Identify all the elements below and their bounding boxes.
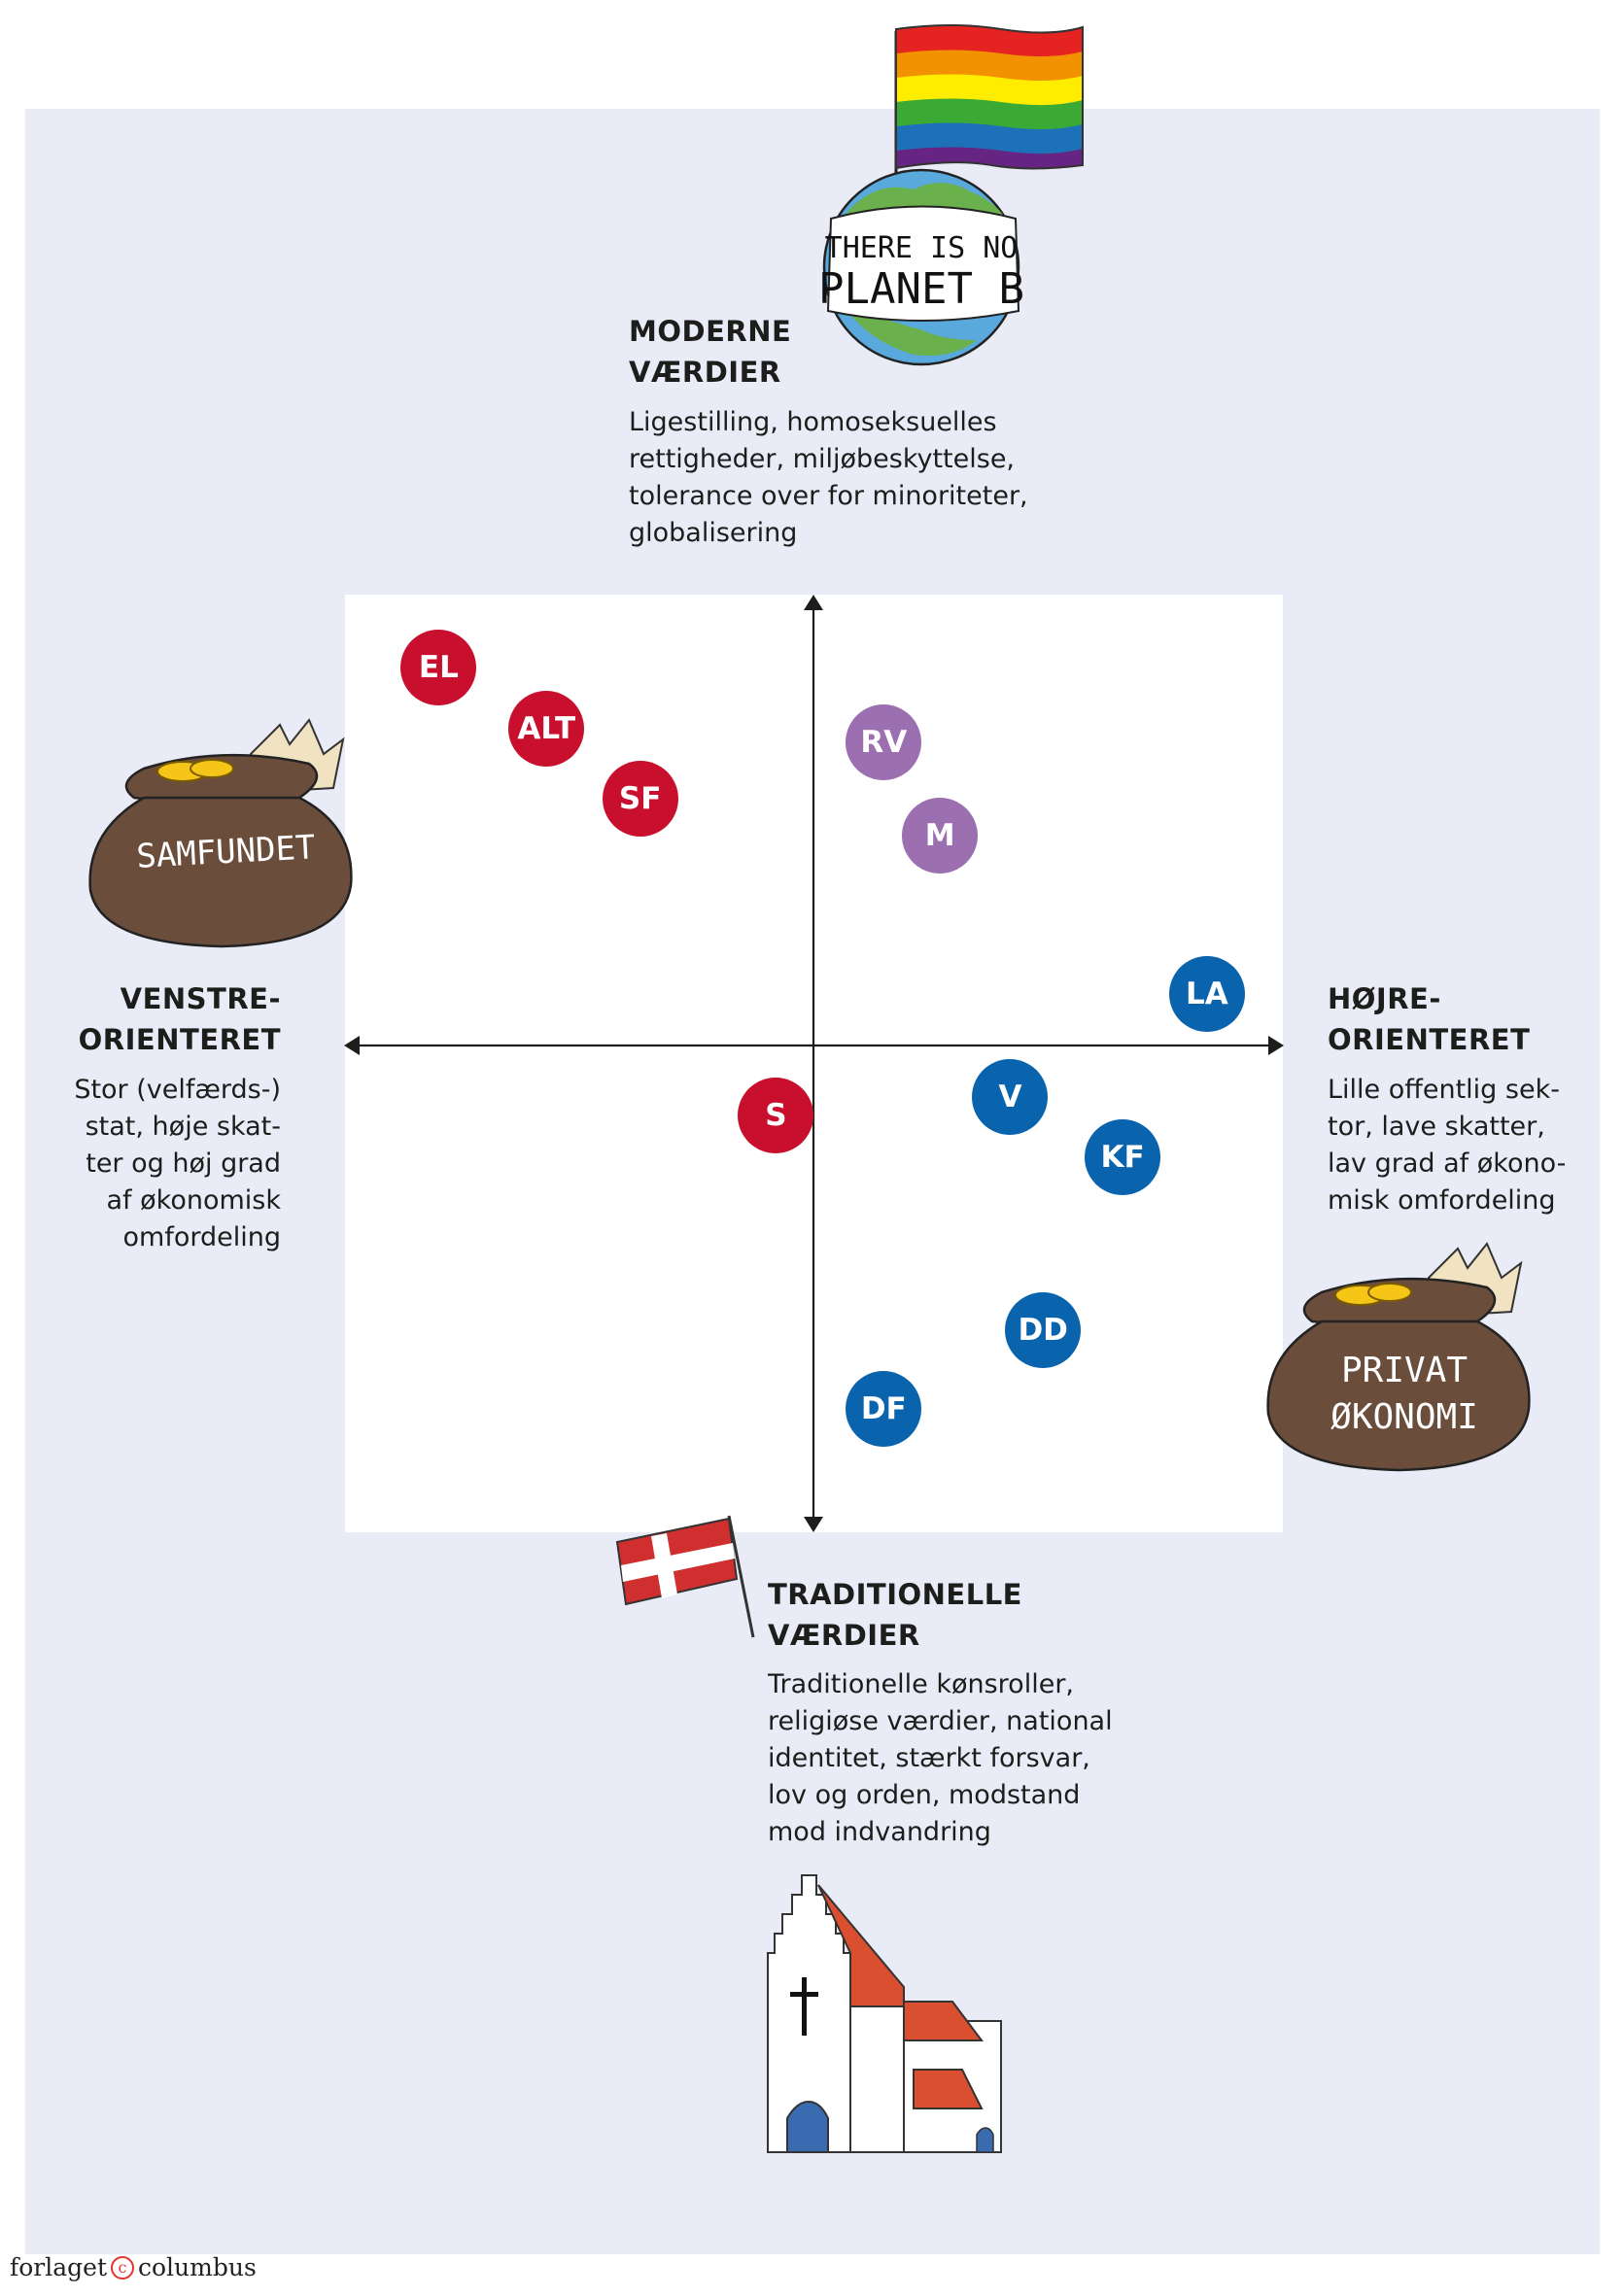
top-desc-line: globalisering bbox=[629, 518, 798, 548]
left-desc-line: ter og høj grad bbox=[86, 1148, 281, 1179]
money-bag-icon: SAMFUNDET bbox=[88, 718, 353, 948]
party-marker-rv: RV bbox=[846, 704, 922, 780]
bottom-heading-line2: VÆRDIER bbox=[768, 1619, 920, 1652]
x-axis-right-arrow bbox=[1268, 1036, 1284, 1055]
top-heading-line1: MODERNE bbox=[629, 315, 792, 348]
right-bag-text-line1: PRIVAT bbox=[1341, 1351, 1468, 1390]
right-desc-line: Lille offentlig sek- bbox=[1328, 1075, 1560, 1105]
party-marker-sf: SF bbox=[602, 760, 678, 837]
publisher-logo: forlaget c columbus bbox=[10, 2251, 257, 2284]
bottom-heading-line1: TRADITIONELLE bbox=[768, 1578, 1022, 1611]
left-desc-line: stat, høje skat- bbox=[85, 1112, 281, 1142]
right-desc-line: misk omfordeling bbox=[1328, 1185, 1556, 1216]
right-bag-text-line2: ØKONOMI bbox=[1330, 1397, 1478, 1437]
bottom-desc-line: identitet, stærkt forsvar, bbox=[768, 1743, 1090, 1773]
brand-right: columbus bbox=[138, 2253, 257, 2281]
danish-flag-illustration bbox=[615, 1515, 755, 1638]
right-heading: HØJRE- ORIENTERET bbox=[1328, 978, 1530, 1060]
right-desc-line: tor, lave skatter, bbox=[1328, 1112, 1545, 1142]
church-icon bbox=[767, 1874, 1002, 2153]
globe-text-line2: PLANET B bbox=[818, 264, 1024, 314]
bottom-desc-line: Traditionelle kønsroller, bbox=[768, 1669, 1074, 1699]
bottom-description: Traditionelle kønsroller, religiøse værd… bbox=[768, 1666, 1113, 1851]
party-marker-alt: ALT bbox=[508, 690, 585, 767]
rainbow-flag-icon bbox=[895, 24, 1084, 170]
earth-globe-icon: THERE IS NO PLANET B bbox=[818, 168, 1024, 366]
globe-illustration: THERE IS NO PLANET B bbox=[818, 24, 1084, 366]
top-heading-line2: VÆRDIER bbox=[629, 356, 781, 389]
party-marker-kf: KF bbox=[1085, 1119, 1161, 1196]
right-heading-line1: HØJRE- bbox=[1328, 982, 1441, 1015]
top-desc-line: tolerance over for minoriteter, bbox=[629, 481, 1028, 511]
left-desc-line: Stor (velfærds-) bbox=[74, 1075, 281, 1105]
danish-flag-icon bbox=[615, 1515, 755, 1638]
top-desc-line: rettigheder, miljøbeskyttelse, bbox=[629, 444, 1016, 474]
brand-left: forlaget bbox=[10, 2253, 107, 2281]
church-illustration bbox=[767, 1874, 1002, 2153]
left-desc-line: af økonomisk bbox=[106, 1185, 281, 1216]
left-heading-line1: VENSTRE- bbox=[120, 982, 281, 1015]
bottom-desc-line: religiøse værdier, national bbox=[768, 1706, 1113, 1736]
right-description: Lille offentlig sek- tor, lave skatter, … bbox=[1328, 1072, 1566, 1219]
left-heading-line2: ORIENTERET bbox=[78, 1023, 281, 1056]
party-marker-la: LA bbox=[1168, 956, 1245, 1033]
right-desc-line: lav grad af økono- bbox=[1328, 1148, 1567, 1179]
right-heading-line2: ORIENTERET bbox=[1328, 1023, 1531, 1056]
x-axis-left-arrow bbox=[344, 1036, 360, 1055]
left-desc-line: omfordeling bbox=[122, 1222, 281, 1252]
top-desc-line: Ligestilling, homoseksuelles bbox=[629, 407, 997, 437]
left-bag-text: SAMFUNDET bbox=[135, 828, 316, 876]
bottom-heading: TRADITIONELLE VÆRDIER bbox=[768, 1574, 1022, 1656]
bottom-desc-line: lov og orden, modstand bbox=[768, 1780, 1081, 1810]
left-heading: VENSTRE- ORIENTERET bbox=[79, 978, 281, 1060]
copyright-circle-icon: c bbox=[111, 2256, 134, 2279]
right-money-bag-illustration: PRIVAT ØKONOMI bbox=[1266, 1242, 1531, 1472]
top-heading: MODERNE VÆRDIER bbox=[629, 311, 791, 393]
party-marker-df: DF bbox=[846, 1371, 922, 1448]
party-marker-m: M bbox=[902, 798, 979, 874]
party-marker-dd: DD bbox=[1005, 1291, 1082, 1368]
globe-text-line1: THERE IS NO bbox=[825, 231, 1019, 265]
y-axis-up-arrow bbox=[804, 595, 823, 610]
top-description: Ligestilling, homoseksuelles rettigheder… bbox=[629, 404, 1028, 552]
money-bag-icon: PRIVAT ØKONOMI bbox=[1266, 1242, 1531, 1472]
party-marker-s: S bbox=[738, 1078, 814, 1153]
party-marker-v: V bbox=[972, 1058, 1049, 1135]
left-money-bag-illustration: SAMFUNDET bbox=[88, 718, 353, 948]
y-axis-down-arrow bbox=[804, 1517, 823, 1532]
bottom-desc-line: mod indvandring bbox=[768, 1817, 991, 1847]
left-description: Stor (velfærds-) stat, høje skat- ter og… bbox=[74, 1072, 281, 1256]
party-marker-el: EL bbox=[400, 630, 477, 706]
